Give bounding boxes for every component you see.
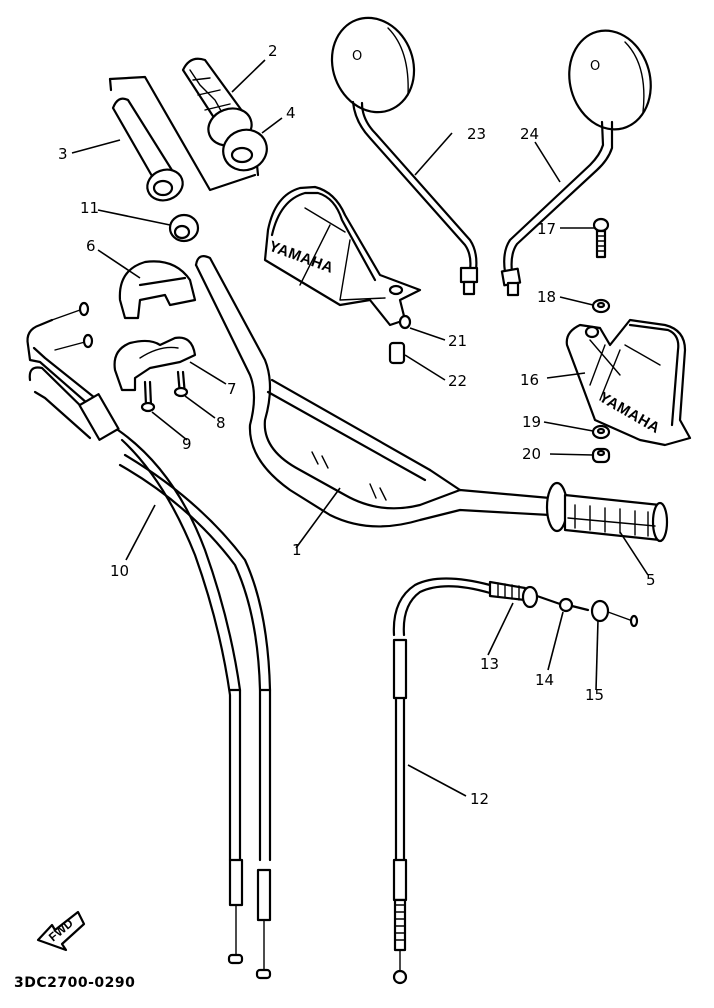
grip-left bbox=[545, 481, 669, 543]
callout-2: 2 bbox=[268, 42, 278, 60]
callout-21: 21 bbox=[448, 332, 468, 350]
callout-6: 6 bbox=[86, 237, 96, 255]
hand-guard-right: YAMAHA bbox=[263, 185, 422, 330]
handlebar bbox=[194, 255, 552, 528]
collar-22 bbox=[388, 341, 406, 365]
callout-3: 3 bbox=[58, 145, 68, 163]
throttle-cables bbox=[26, 301, 272, 980]
callout-10: 10 bbox=[110, 562, 130, 580]
callout-5: 5 bbox=[646, 571, 656, 589]
leader-lines bbox=[71, 59, 649, 797]
callout-1: 1 bbox=[292, 541, 302, 559]
callout-13: 13 bbox=[480, 655, 500, 673]
hardware-17-20 bbox=[591, 217, 611, 464]
callout-11: 11 bbox=[80, 199, 100, 217]
throttle-tube bbox=[108, 75, 260, 202]
collar-11 bbox=[168, 213, 200, 243]
callout-19: 19 bbox=[522, 413, 542, 431]
grip-throttle-side bbox=[181, 57, 268, 172]
callout-24: 24 bbox=[520, 125, 540, 143]
callout-12: 12 bbox=[470, 790, 490, 808]
callout-15: 15 bbox=[585, 686, 605, 704]
callout-8: 8 bbox=[216, 414, 226, 432]
callout-23: 23 bbox=[467, 125, 487, 143]
callout-20: 20 bbox=[522, 445, 542, 463]
callout-17: 17 bbox=[537, 220, 557, 238]
hand-guard-left: YAMAHA bbox=[565, 318, 692, 447]
callout-4: 4 bbox=[286, 104, 296, 122]
callout-14: 14 bbox=[535, 671, 555, 689]
callout-22: 22 bbox=[448, 372, 468, 390]
mirror-left: O bbox=[500, 29, 652, 297]
callout-16: 16 bbox=[520, 371, 540, 389]
fwd-arrow-icon: FWD bbox=[36, 910, 86, 952]
figure-code: 3DC2700-0290 bbox=[14, 975, 136, 991]
clutch-cable bbox=[392, 577, 639, 985]
mirror-right-marking: O bbox=[352, 49, 362, 64]
mirror-right: O bbox=[330, 16, 479, 296]
throttle-housing bbox=[113, 260, 197, 413]
callout-9: 9 bbox=[182, 435, 192, 453]
mirror-left-marking: O bbox=[590, 59, 600, 74]
callout-7: 7 bbox=[227, 380, 237, 398]
callout-18: 18 bbox=[537, 288, 557, 306]
